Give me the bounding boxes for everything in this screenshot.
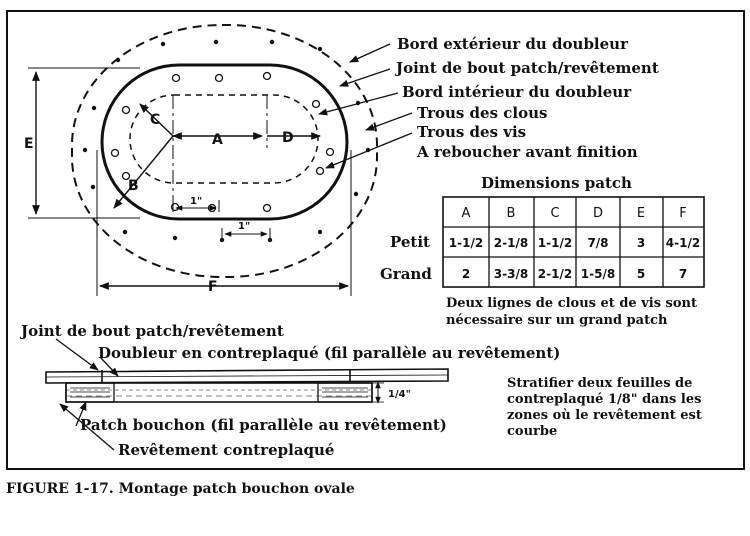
callout-leaders	[318, 43, 413, 169]
table-col-a: A	[462, 206, 471, 221]
doubler-outer-edge	[71, 24, 378, 278]
dim-b-label: B	[128, 178, 139, 194]
table-cell: 3	[637, 236, 645, 250]
note-line4: courbe	[507, 424, 557, 439]
section-label-butt-joint: Joint de bout patch/revêtement	[19, 322, 284, 340]
dim-f-label: F	[208, 279, 218, 295]
spacing-1in-label-2: 1"	[238, 221, 250, 232]
label-butt-joint: Joint de bout patch/revêtement	[394, 59, 659, 77]
table-cell: 1-1/2	[538, 236, 572, 250]
note-line1: Stratifier deux feuilles de	[507, 376, 692, 391]
table-col-b: B	[507, 206, 516, 221]
table-cell: 1-5/8	[581, 267, 615, 281]
table-note-line2: nécessaire sur un grand patch	[446, 313, 668, 328]
dim-c-label: C	[150, 112, 160, 128]
label-screw-holes: Trous des vis	[417, 123, 526, 141]
label-nail-holes: Trous des clous	[417, 104, 547, 122]
dim-d-label: D	[282, 130, 294, 146]
table-cell: 2	[462, 267, 470, 281]
nail-holes	[82, 39, 371, 243]
table-col-f: F	[679, 206, 686, 221]
label-fill-before: A reboucher avant finition	[416, 143, 638, 161]
section-label-thickness: 1/4"	[388, 389, 411, 400]
spacing-1in-label: 1"	[190, 196, 202, 207]
table-col-d: D	[593, 206, 603, 221]
table-cell: 7	[679, 267, 687, 281]
table-cell: 1-1/2	[449, 236, 483, 250]
figure-frame	[6, 10, 745, 470]
table-row-petit-label: Petit	[390, 233, 430, 251]
table-note-line1: Deux lignes de clous et de vis sont	[446, 296, 697, 311]
table-cell: 3-3/8	[494, 267, 528, 281]
dim-e-label: E	[24, 136, 34, 152]
table-col-c: C	[550, 206, 559, 221]
note-line3: zones où le revêtement est	[507, 408, 702, 423]
table-cell: 7/8	[587, 236, 608, 250]
patch-edge	[100, 63, 349, 221]
table-cell: 5	[637, 267, 645, 281]
table-row-grand-label: Grand	[380, 265, 432, 283]
section-label-doubler: Doubleur en contreplaqué (fil parallèle …	[98, 344, 560, 362]
section-label-skin: Revêtement contreplaqué	[118, 441, 334, 459]
table-cell: 4-1/2	[666, 236, 700, 250]
table-cell: 2-1/8	[494, 236, 528, 250]
table-title: Dimensions patch	[481, 174, 632, 192]
section-label-plug-patch: Patch bouchon (fil parallèle au revêteme…	[80, 416, 447, 434]
note-line2: contreplaqué 1/8" dans les	[507, 392, 701, 407]
dim-a-label: A	[212, 132, 223, 148]
cross-section	[45, 338, 449, 451]
plan-view	[28, 24, 378, 296]
label-inner-edge: Bord intérieur du doubleur	[402, 83, 632, 101]
label-outer-edge: Bord extérieur du doubleur	[397, 35, 629, 53]
dimension-table: Dimensions patch A B C D E F Petit 1-1/2…	[380, 174, 705, 328]
table-cell: 2-1/2	[538, 267, 572, 281]
figure-caption: FIGURE 1-17. Montage patch bouchon ovale	[6, 481, 355, 497]
screw-holes	[110, 71, 335, 213]
table-col-e: E	[637, 206, 645, 221]
